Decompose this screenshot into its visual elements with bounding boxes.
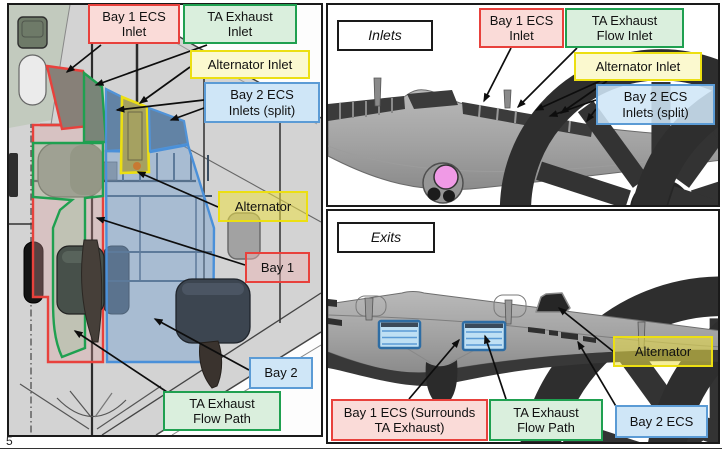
ecs-exit-grille-left [377, 319, 422, 350]
alternator-inlet-label: Alternator Inlet [190, 50, 310, 79]
ta-exhaust-flow-path-label: TA Exhaust Flow Path [163, 391, 281, 431]
inlets-bay2-ecs-inlets-label: Bay 2 ECS Inlets (split) [596, 84, 715, 125]
inlets-alternator-inlet-label: Alternator Inlet [574, 52, 702, 81]
bay1-ecs-inlet-label: Bay 1 ECS Inlet [88, 4, 180, 44]
bay2-label: Bay 2 [249, 357, 313, 389]
sensor-turret [422, 162, 464, 204]
exits-bay2-ecs-label: Bay 2 ECS [615, 405, 708, 438]
bay2-ecs-inlets-label: Bay 2 ECS Inlets (split) [204, 82, 320, 123]
tail-cone [425, 360, 458, 407]
page-number: 5 [6, 434, 13, 448]
ta-exhaust-inlet-label: TA Exhaust Inlet [183, 4, 297, 44]
inlets-panel-border [326, 3, 720, 207]
inlets-bay1-ecs-inlet-label: Bay 1 ECS Inlet [479, 8, 564, 48]
inlets-ta-exhaust-flow-inlet-label: TA Exhaust Flow Inlet [565, 8, 684, 48]
exit-slots [328, 299, 596, 343]
pylon [504, 299, 513, 325]
inlets-view-label: Inlets [337, 20, 433, 51]
exits-view-label: Exits [337, 222, 435, 253]
pylon [364, 297, 374, 321]
sensor-lens [433, 164, 459, 190]
exits-panel-border [326, 209, 720, 444]
bay1-label: Bay 1 [245, 252, 310, 283]
exits-bay1-ecs-label: Bay 1 ECS (Surrounds TA Exhaust) [331, 399, 488, 441]
tail-structure [19, 383, 162, 430]
pylon [503, 89, 512, 109]
spinner-cone-left [80, 239, 103, 343]
ecs-exit-grille-right [461, 320, 507, 352]
pylon [373, 77, 382, 107]
exits-alternator-label: Alternator [613, 336, 713, 367]
alternator-label: Alternator [218, 191, 308, 222]
exits-ta-exhaust-flow-path-label: TA Exhaust Flow Path [489, 399, 603, 441]
